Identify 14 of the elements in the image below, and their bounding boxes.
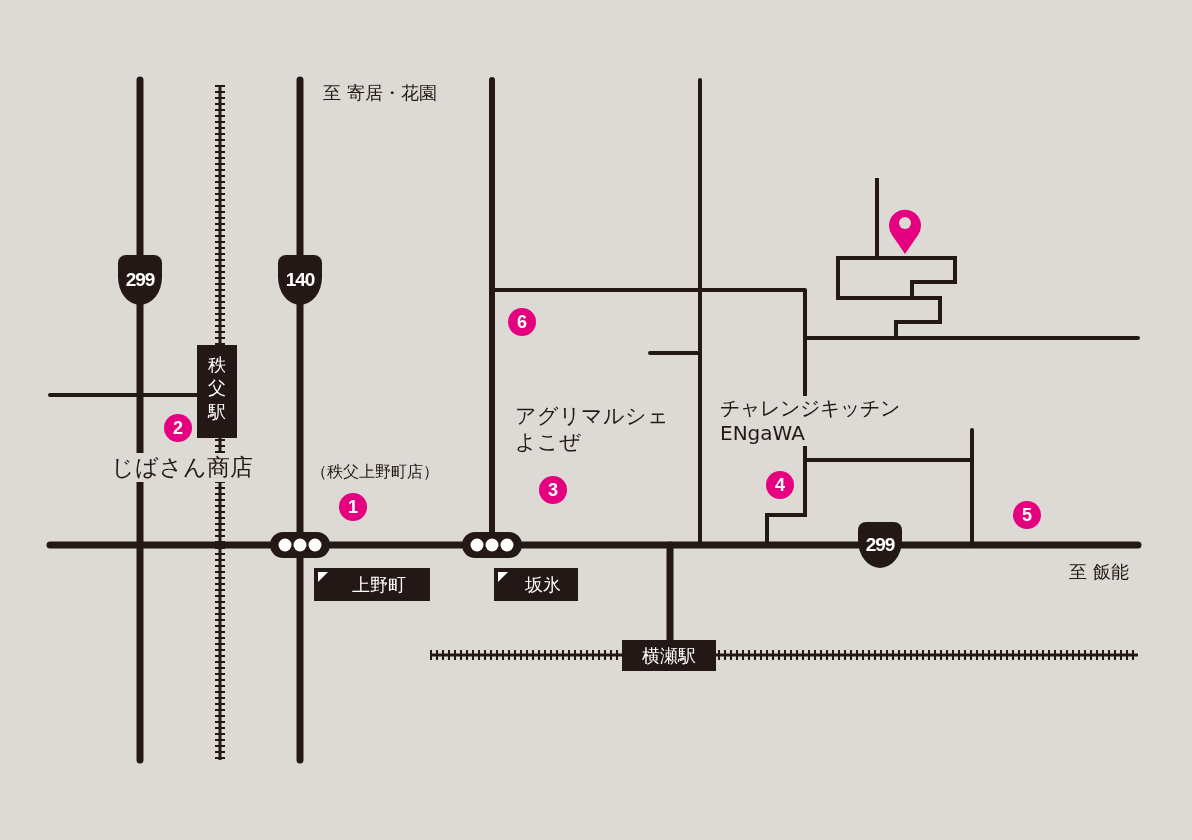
callout-number: 6 [508, 308, 536, 336]
callout-number: 1 [339, 493, 367, 521]
callout-number: 3 [539, 476, 567, 504]
route-number-sign: 299 [118, 255, 162, 305]
route-number-sign: 140 [278, 255, 322, 305]
callout-number: 4 [766, 471, 794, 499]
direction-label: 至 飯能 [1066, 561, 1132, 584]
route-number-sign: 299 [858, 522, 902, 568]
station-sign: 秩父駅 [197, 345, 237, 438]
station-sign: 坂氷 [494, 568, 578, 601]
station-sign: 上野町 [314, 568, 430, 601]
callout-number: 2 [164, 414, 192, 442]
station-sign: 横瀬駅 [622, 640, 716, 671]
callout-number: 5 [1013, 501, 1041, 529]
